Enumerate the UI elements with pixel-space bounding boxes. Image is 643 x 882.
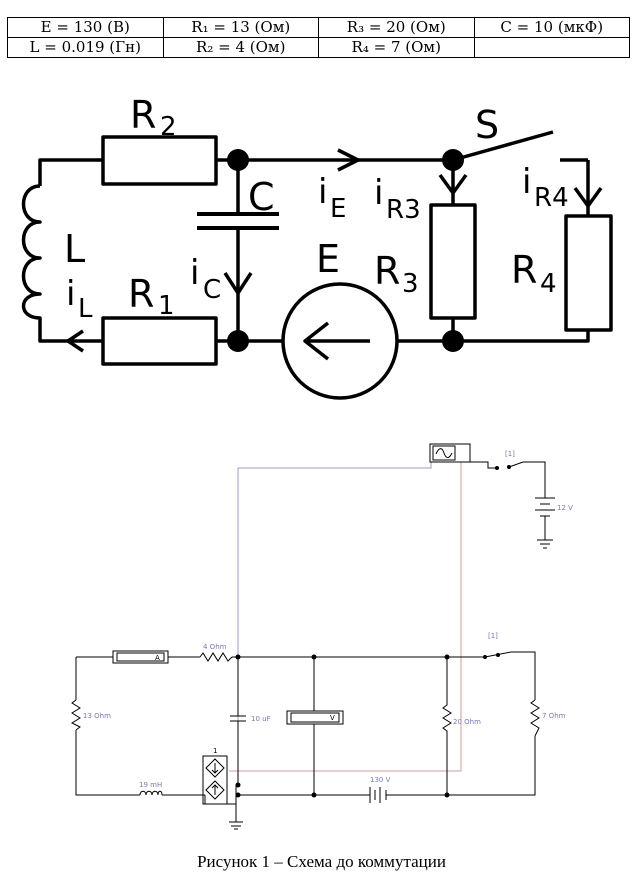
- sim-label-switch-main: [1]: [488, 632, 498, 640]
- circuit-schematic: R 2 R 1 C L i L i C i E E i R3 R 3 S i R…: [21, 93, 613, 400]
- label-l: L: [64, 227, 85, 271]
- label-r2-sub: 2: [160, 112, 177, 142]
- label-r4-sub: 4: [540, 269, 557, 299]
- sim-label-source-num: 1: [213, 747, 217, 755]
- wire-top: [38, 158, 453, 186]
- sim-label-e: 130 V: [370, 776, 391, 784]
- label-il-sub: L: [78, 294, 93, 324]
- arrow-ir3: [438, 173, 468, 195]
- arrow-il: [66, 329, 84, 353]
- sim-controlled-source: [205, 758, 225, 800]
- node: [235, 792, 241, 798]
- voltmeter: [286, 710, 344, 725]
- label-il: i: [66, 274, 75, 314]
- node: [444, 654, 450, 660]
- sim-battery: [369, 787, 387, 803]
- label-ir3-sub: R3: [386, 195, 421, 225]
- arrow-ie: [337, 148, 360, 172]
- aux-wire: [470, 461, 546, 540]
- label-ir4: i: [522, 162, 531, 202]
- sim-resistor-R1: [70, 699, 81, 731]
- label-ic: i: [190, 253, 199, 293]
- sim-label-l: 19 mH: [139, 781, 162, 789]
- sim-label-r1: 13 Ohm: [83, 712, 111, 720]
- figure-caption: Рисунок 1 – Схема до коммутации: [197, 852, 446, 871]
- sim-capacitor: [230, 657, 246, 785]
- node: [442, 149, 464, 171]
- label-c: C: [248, 175, 275, 219]
- probe-wire-red: [229, 461, 462, 772]
- sim-label-c: 10 uF: [251, 715, 271, 723]
- table-cell: R₂ = 4 (Ом): [162, 37, 319, 58]
- sim-wire-top: [76, 651, 536, 796]
- label-s: S: [475, 103, 499, 147]
- sim-wire-left: [75, 657, 205, 796]
- sim-label-switch-aux: [1]: [505, 450, 515, 458]
- table-cell: L = 0.019 (Гн): [7, 37, 164, 58]
- sim-label-voltmeter: V: [330, 714, 335, 722]
- resistor-R3: [429, 203, 477, 320]
- label-r3: R: [374, 249, 400, 293]
- label-r1: R: [128, 272, 154, 316]
- node: [227, 149, 249, 171]
- arrow-ic: [223, 272, 253, 295]
- sim-ground: [229, 821, 243, 830]
- parameters-table: E = 130 (B) R₁ = 13 (Ом) R₃ = 20 (Ом) C …: [7, 17, 630, 58]
- sim-resistor-R4: [530, 699, 540, 737]
- label-ir4-sub: R4: [534, 183, 569, 213]
- sim-resistor-R2: [199, 652, 233, 662]
- label-ie-sub: E: [330, 194, 346, 224]
- node: [311, 792, 317, 798]
- table-row: L = 0.019 (Гн) R₂ = 4 (Ом) R₄ = 7 (Ом): [7, 37, 630, 58]
- sim-label-r2: 4 Ohm: [203, 643, 227, 651]
- source-E: [281, 282, 399, 400]
- node: [311, 654, 317, 660]
- label-ic-sub: C: [203, 275, 221, 305]
- node: [227, 330, 249, 352]
- sim-label-r4: 7 Ohm: [542, 712, 566, 720]
- label-e: E: [316, 237, 340, 281]
- arrow-ir4: [573, 186, 603, 208]
- resistor-R1: [101, 316, 218, 366]
- resistor-R2: [101, 135, 218, 186]
- resistor-R4: [564, 214, 613, 332]
- aux-ground: [537, 539, 553, 549]
- sim-label-r3: 20 Ohm: [453, 718, 481, 726]
- inductor-L: [21, 184, 103, 343]
- node: [235, 654, 241, 660]
- switch-S: [452, 130, 554, 162]
- node: [444, 792, 450, 798]
- table-cell: R₄ = 7 (Ом): [318, 37, 475, 58]
- sim-label-ammeter: A: [155, 654, 160, 662]
- label-r3-sub: 3: [402, 269, 419, 299]
- sim-inductor: [139, 790, 163, 796]
- table-cell: [473, 37, 630, 58]
- label-r2: R: [130, 93, 156, 137]
- aux-battery: [535, 497, 555, 517]
- label-r1-sub: 1: [158, 291, 175, 321]
- ammeter: [112, 650, 169, 664]
- label-ie: i: [318, 172, 327, 212]
- sim-label-aux-v: 12 V: [557, 504, 573, 512]
- node: [442, 330, 464, 352]
- probe-wire-blue: [237, 460, 432, 785]
- node: [235, 782, 241, 788]
- source-arrow: [303, 321, 370, 361]
- label-r4: R: [511, 248, 537, 292]
- label-ir3: i: [374, 173, 383, 213]
- sim-resistor-R3: [442, 657, 452, 795]
